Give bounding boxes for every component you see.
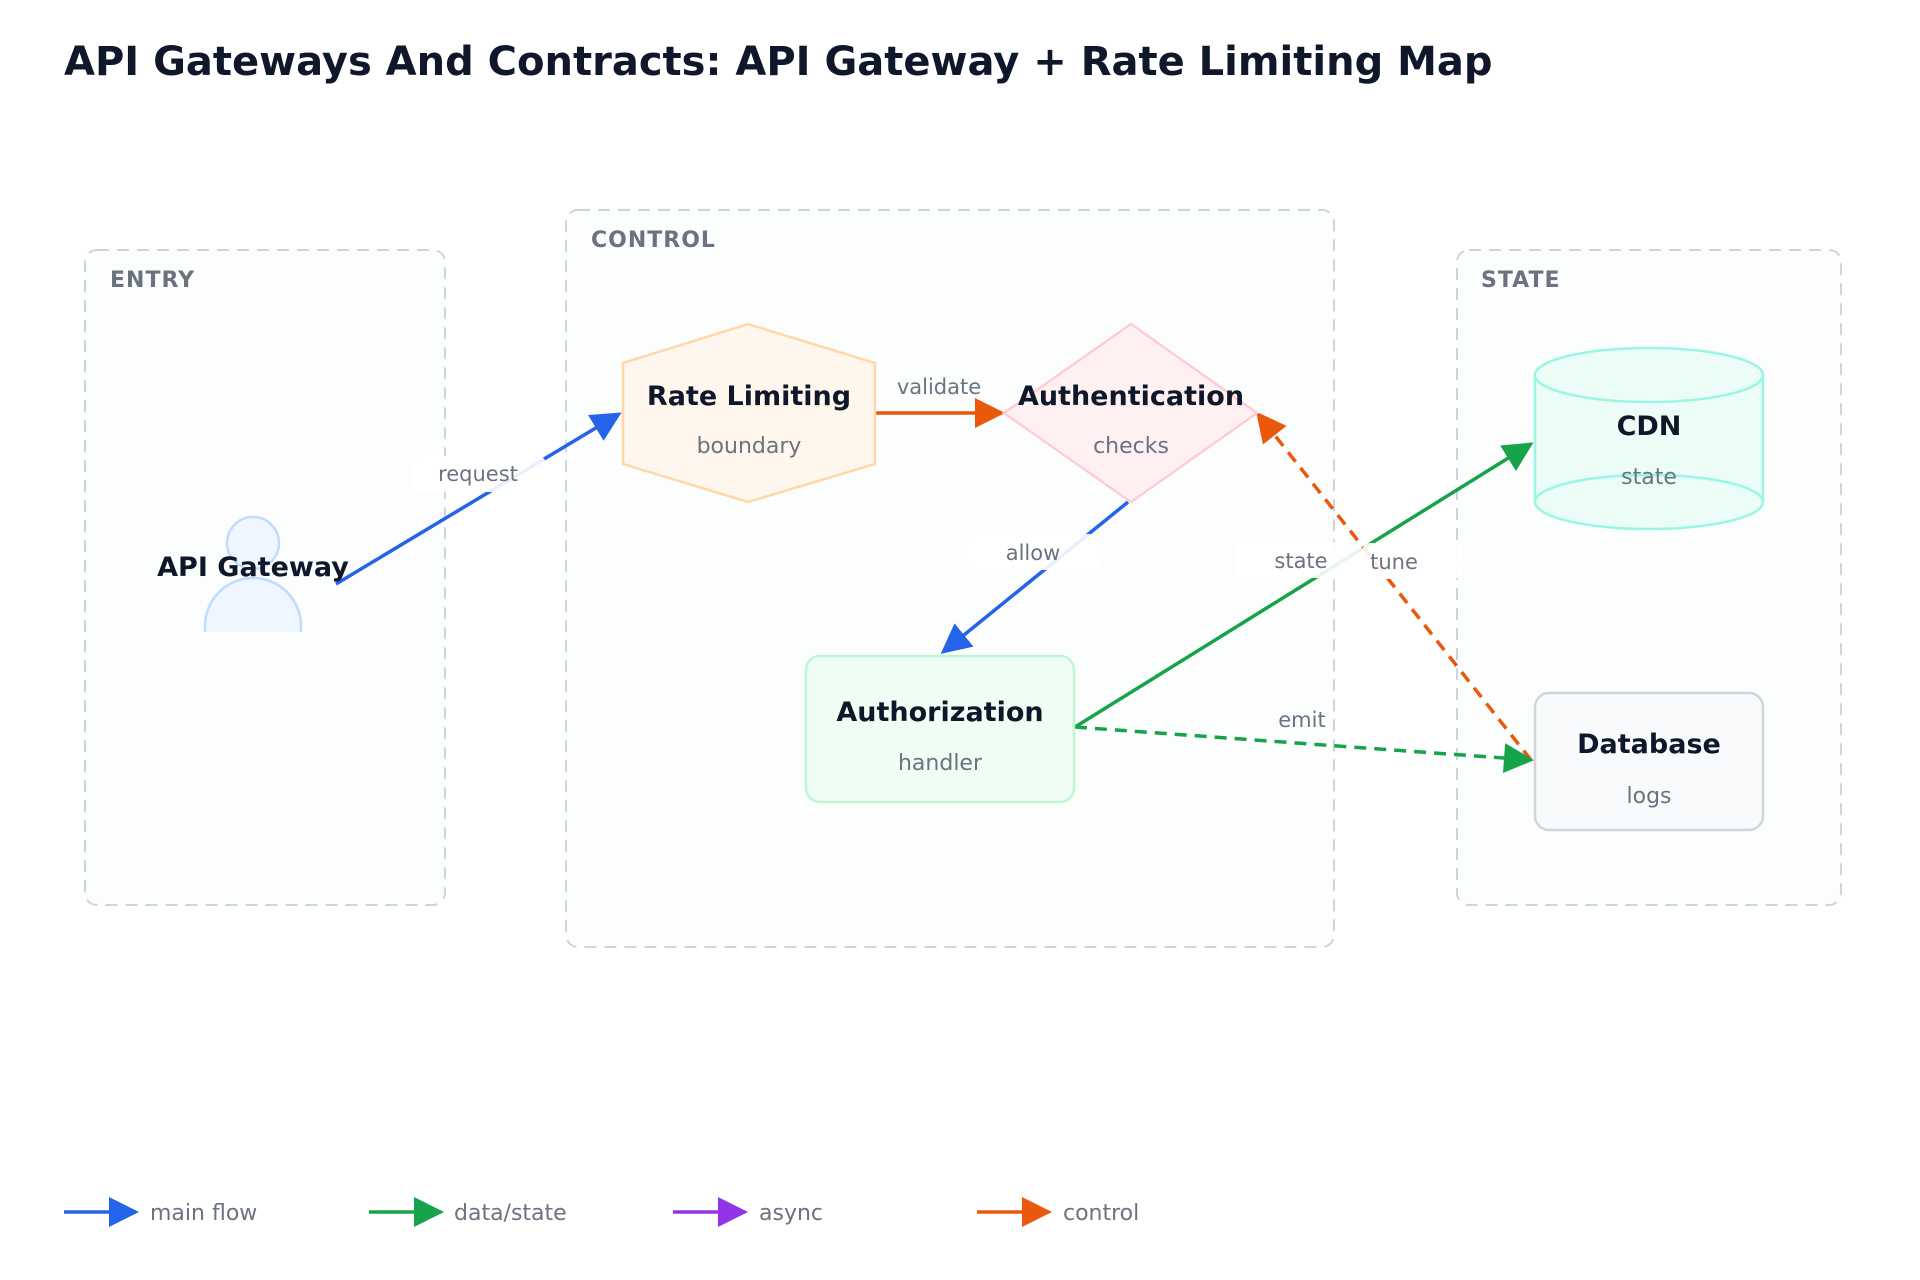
user-icon-body — [203, 576, 303, 632]
legend-item-control: control — [977, 1197, 1139, 1227]
edge-request: request — [335, 412, 622, 586]
user-icon-head — [225, 515, 281, 571]
group-state-label: STATE — [1481, 268, 1561, 293]
legend-item-main-flow: main flow — [64, 1197, 257, 1227]
node-cdn-title: CDN — [1617, 411, 1682, 442]
legend-item-async: async — [673, 1197, 823, 1227]
legend-data-state-label: data/state — [454, 1201, 567, 1226]
legend-main-flow-label: main flow — [150, 1201, 257, 1226]
node-api-gateway-title: API Gateway — [157, 552, 349, 583]
legend-async-label: async — [759, 1201, 823, 1226]
node-authentication-title: Authentication — [1018, 381, 1244, 412]
edge-tune-label: tune — [1370, 550, 1418, 574]
node-rate-limiting-title: Rate Limiting — [647, 381, 851, 412]
legend-control-label: control — [1063, 1201, 1139, 1226]
edge-state: state — [1074, 442, 1534, 729]
legend-item-data-state: data/state — [369, 1197, 567, 1227]
edge-state-label: state — [1274, 549, 1327, 573]
diagram-title: API Gateways And Contracts: API Gateway … — [64, 39, 1493, 85]
edge-emit: emit — [1074, 708, 1534, 774]
legend: main flow data/state async control — [64, 1197, 1139, 1227]
edge-tune: tune — [1256, 411, 1533, 762]
node-rate-limiting-sub: boundary — [697, 434, 802, 459]
group-entry: ENTRY — [84, 249, 446, 906]
node-cdn[interactable]: CDN state — [1533, 346, 1765, 531]
group-control-label: CONTROL — [591, 228, 716, 253]
node-api-gateway[interactable]: API Gateway — [157, 515, 349, 632]
edge-request-label: request — [438, 462, 518, 486]
group-entry-label: ENTRY — [110, 268, 195, 293]
node-authentication[interactable]: Authentication checks — [1001, 322, 1260, 504]
node-authorization-sub: handler — [898, 751, 983, 776]
edge-allow: allow — [940, 500, 1130, 654]
node-rate-limiting[interactable]: Rate Limiting boundary — [621, 322, 877, 504]
node-database-title: Database — [1577, 729, 1721, 760]
edge-validate: validate — [876, 375, 1005, 428]
group-control: CONTROL — [565, 209, 1335, 948]
node-database[interactable]: Database logs — [1533, 691, 1765, 832]
node-database-sub: logs — [1627, 784, 1672, 809]
edge-emit-label: emit — [1278, 708, 1325, 732]
node-cdn-sub: state — [1621, 465, 1677, 490]
edge-validate-label: validate — [897, 375, 981, 399]
edge-allow-label: allow — [1006, 541, 1061, 565]
node-authorization-title: Authorization — [836, 697, 1043, 728]
node-authorization[interactable]: Authorization handler — [804, 654, 1076, 804]
node-authentication-sub: checks — [1093, 434, 1169, 459]
